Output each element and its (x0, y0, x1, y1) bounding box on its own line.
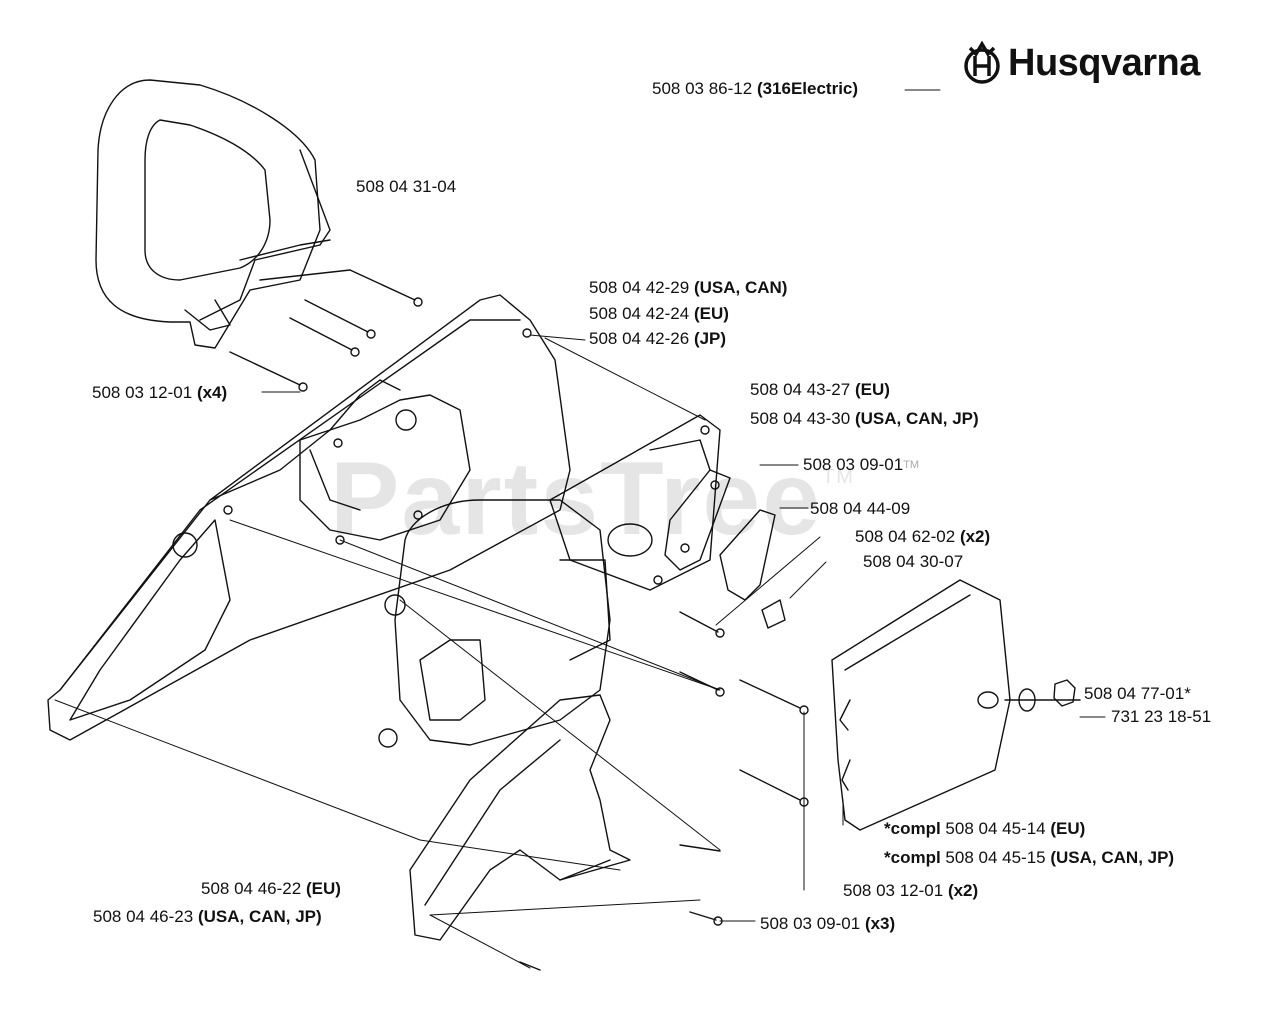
label-part-3007: 508 04 30-07 (863, 552, 964, 571)
label-screw-x3: 508 03 09-01 (x3) (760, 914, 896, 933)
watermark-tm: TM (822, 466, 855, 488)
label-screw-0901: 508 03 09-01TM (803, 455, 920, 474)
label-compl-usa: *compl 508 04 45-15 (USA, CAN, JP) (884, 848, 1175, 867)
label-model: 508 03 86-12 (316Electric) (652, 79, 859, 98)
brand-logo: Husqvarna (962, 40, 1200, 86)
label-guard-usa: 508 04 46-23 (USA, CAN, JP) (93, 907, 322, 926)
side-plate-part (549, 414, 721, 591)
motor-part (378, 499, 611, 748)
label-compl-eu: *compl 508 04 45-14 (EU) (884, 819, 1086, 838)
label-nut: 731 23 18-51 (1111, 707, 1212, 726)
label-part-7701: 508 04 77-01* (1084, 684, 1191, 703)
label-handle: 508 04 31-04 (356, 177, 457, 196)
main-housing-part (47, 294, 571, 741)
handle-bolts (229, 269, 423, 392)
label-plate-eu: 508 04 43-27 (EU) (750, 380, 890, 399)
spring-plate-part (719, 509, 776, 601)
label-plate-usa: 508 04 43-30 (USA, CAN, JP) (750, 409, 979, 428)
rear-handle-part (409, 694, 631, 941)
link-plate-part (664, 469, 731, 571)
label-part-6202: 508 04 62-02 (x2) (855, 527, 991, 546)
label-housing-eu: 508 04 42-24 (EU) (589, 304, 729, 323)
front-handle-part (95, 79, 331, 349)
watermark: PartsTreeTM (330, 440, 855, 559)
label-housing-jp: 508 04 42-26 (JP) (589, 329, 727, 348)
label-housing-usa: 508 04 42-29 (USA, CAN) (589, 278, 788, 297)
label-screw-x4: 508 03 12-01 (x4) (92, 383, 228, 402)
housing-screws (519, 611, 809, 971)
clip-part (761, 599, 786, 629)
washer-nut-parts (1004, 679, 1081, 712)
chain-cover-part (831, 579, 1011, 831)
label-part-4409: 508 04 44-09 (810, 499, 911, 518)
crown-h-logo-icon (964, 40, 1000, 84)
label-guard-eu: 508 04 46-22 (EU) (201, 879, 341, 898)
watermark-text: PartsTree (330, 441, 823, 557)
brand-name: Husqvarna (1008, 41, 1200, 84)
assembly-lines (54, 89, 1106, 969)
label-screw-x2: 508 03 12-01 (x2) (843, 881, 979, 900)
